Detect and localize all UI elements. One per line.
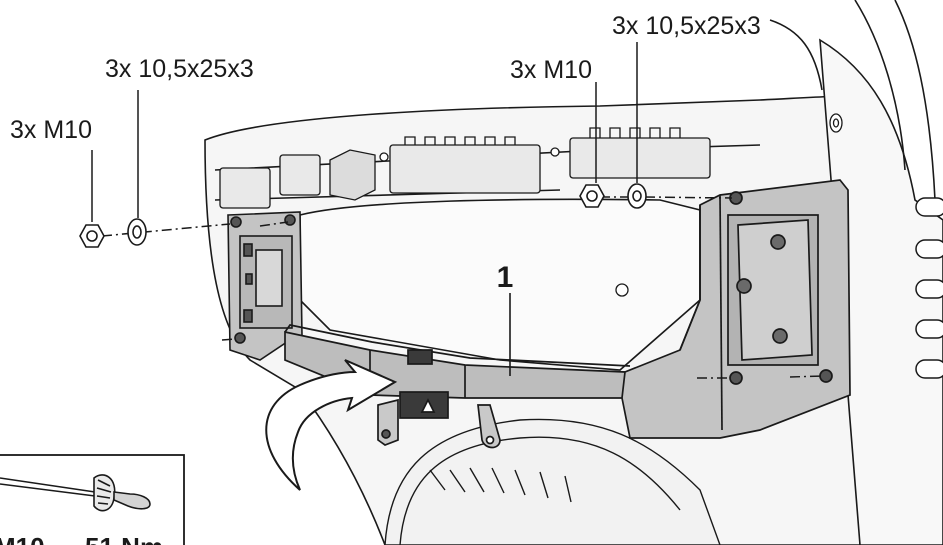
washer-label-left: 3x 10,5x25x3	[105, 55, 254, 83]
washer-label-right: 3x 10,5x25x3	[612, 12, 761, 40]
alignment-lines	[101, 196, 823, 379]
wheel	[384, 418, 721, 545]
right-washer-icon	[627, 183, 647, 209]
part-number-label: 1	[497, 261, 514, 294]
bumper-ribs	[219, 127, 711, 209]
torque-wrench-icon	[0, 474, 151, 512]
left-nut-icon	[79, 224, 105, 248]
torque-panel: M10 → 51 Nm	[0, 454, 185, 545]
curved-arrow-icon	[265, 359, 398, 491]
nut-label-left: 3x M10	[10, 116, 92, 144]
right-nut-icon	[579, 184, 605, 208]
torque-spec-label: M10 → 51 Nm	[0, 532, 163, 545]
left-washer-icon	[127, 218, 147, 246]
left-mounting-bracket	[227, 211, 303, 361]
side-vent-slots	[915, 197, 943, 379]
nut-label-right: 3x M10	[510, 56, 592, 84]
bumper-holes	[379, 113, 843, 297]
